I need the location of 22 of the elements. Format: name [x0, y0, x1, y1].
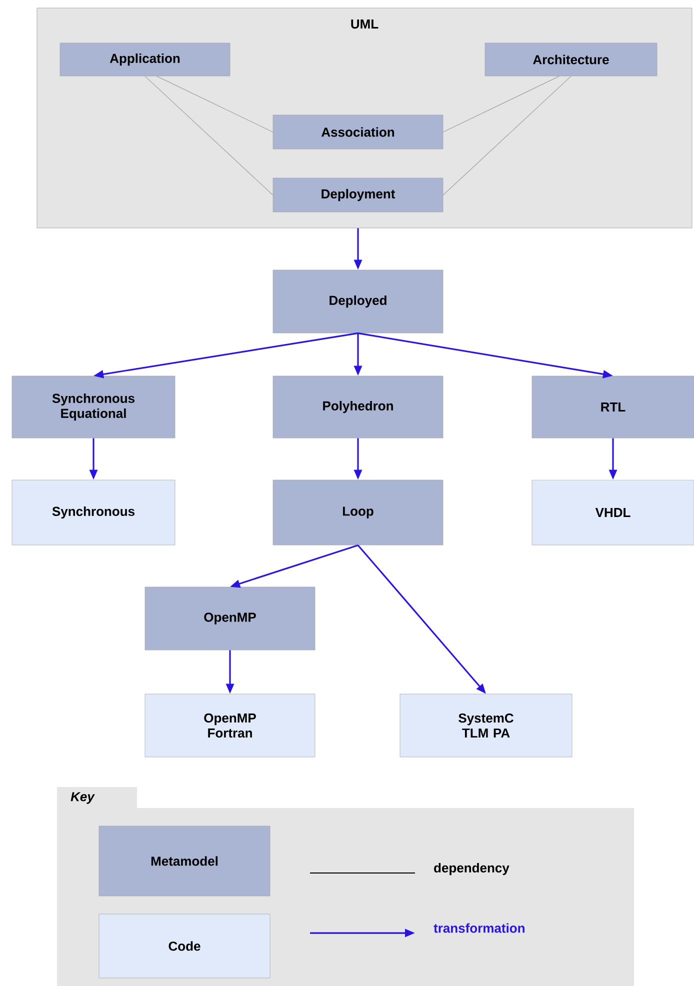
connector-line — [156, 76, 274, 132]
code-box: OpenMP Fortran — [144, 694, 316, 758]
metamodel-box: Architecture — [484, 42, 658, 76]
metamodel-box: Association — [272, 114, 444, 150]
connector-line — [144, 76, 274, 196]
legend-label: transformation — [434, 923, 524, 933]
code-box: VHDL — [532, 480, 694, 546]
connector-line — [442, 76, 572, 196]
code-box: Synchronous — [12, 480, 176, 546]
metamodel-box: Loop — [272, 480, 444, 546]
metamodel-box: OpenMP — [144, 586, 316, 650]
metamodel-box: Deployed — [272, 270, 444, 334]
metamodel-box: Application — [60, 42, 230, 76]
metamodel-box: Deployment — [272, 178, 444, 212]
metamodel-box: RTL — [532, 376, 694, 438]
metamodel-box: Synchronous Equational — [12, 376, 176, 438]
metamodel-box: Metamodel — [98, 826, 270, 896]
legend-label: dependency — [434, 862, 510, 876]
metamodel-box: Polyhedron — [272, 376, 444, 438]
code-box: Code — [98, 914, 270, 978]
connector-line — [442, 76, 560, 132]
code-box: SystemC TLM PA — [400, 694, 572, 758]
